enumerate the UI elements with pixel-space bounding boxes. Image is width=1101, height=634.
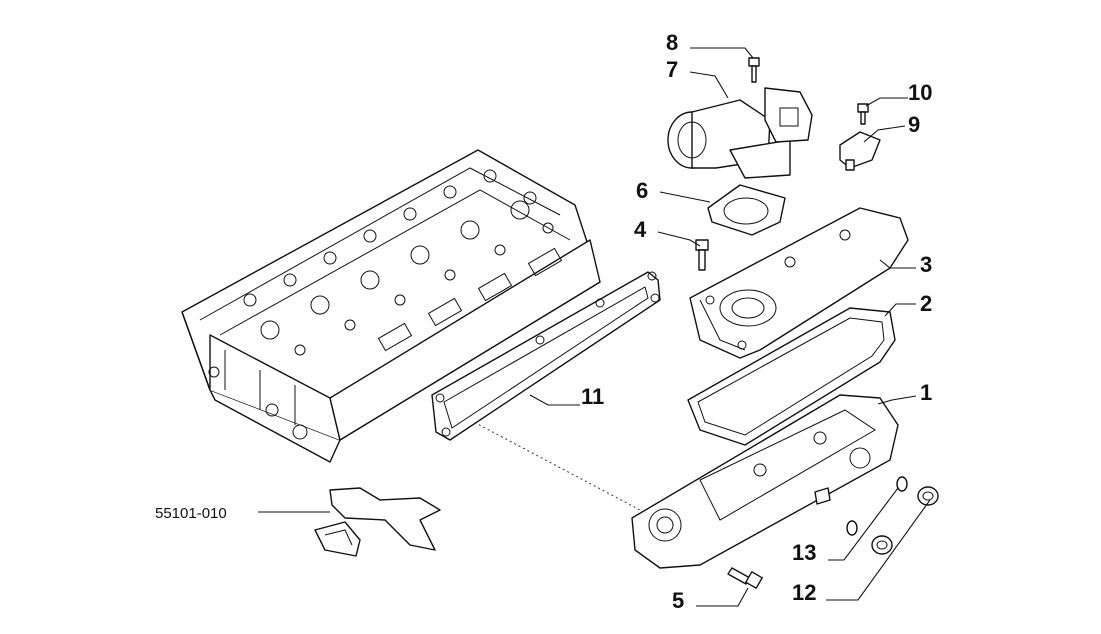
callout-5: 5 [672,588,684,613]
callout-3: 3 [920,252,932,277]
callout-13: 13 [792,540,816,565]
cylinder-head [181,149,601,463]
callout-6: 6 [636,178,648,203]
callout-7: 7 [666,57,678,82]
bolt-8 [748,57,760,83]
callout-12: 12 [792,580,816,605]
bolt-10 [857,103,869,125]
head-bosses [243,169,563,356]
callout-2: 2 [920,291,932,316]
manifold-1 [631,394,899,569]
plugs-12 [871,486,939,555]
gasket-6 [707,184,786,236]
callout-11: 11 [581,384,604,409]
callout-10: 10 [908,80,932,105]
bolt-4 [695,239,709,271]
reference-assembly [314,487,441,557]
reference-code: 55101-010 [155,505,227,522]
bolt-5 [727,567,763,589]
callout-1: 1 [920,380,932,405]
callout-8: 8 [666,30,678,55]
gasket-11 [431,271,661,441]
callout-9: 9 [908,112,920,137]
sensor-9 [839,131,881,171]
callout-4: 4 [634,217,647,242]
throttle-body-7 [667,87,813,179]
orings-13 [846,476,908,536]
gasket-2 [687,307,896,446]
leader-lines [258,47,931,607]
